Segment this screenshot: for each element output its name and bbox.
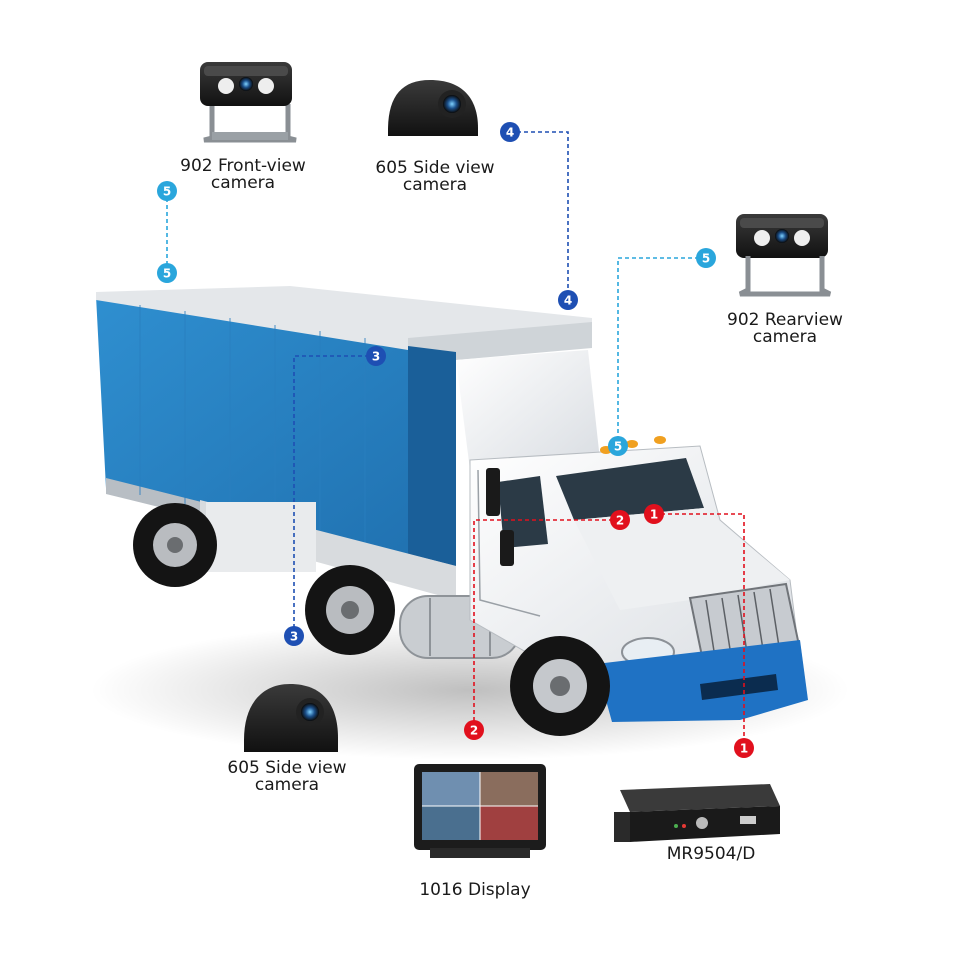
- display-monitor-image: [414, 764, 546, 858]
- badge-5-right-bottom-text: 5: [614, 440, 622, 454]
- badge-5-right-bottom: 5: [608, 436, 628, 456]
- badge-1-bottom-text: 1: [740, 742, 748, 756]
- display-label: 1016 Display: [400, 882, 550, 899]
- rearview-camera-image: [736, 214, 830, 294]
- cab-sleeper: [456, 350, 600, 470]
- badge-4-top: 4: [500, 122, 520, 142]
- badge-2-bottom-text: 2: [470, 724, 478, 738]
- badge-4-bottom-text: 4: [564, 294, 572, 308]
- badge-2-top: 2: [610, 510, 630, 530]
- dvr-unit-image: [614, 784, 780, 842]
- badge-5-right-top: 5: [696, 248, 716, 268]
- badge-3-bottom: 3: [284, 626, 304, 646]
- badge-1-bottom: 1: [734, 738, 754, 758]
- front-wheel: [510, 636, 610, 736]
- badge-5-left-bottom: 5: [157, 263, 177, 283]
- side-view-camera-bottom-label-line2: camera: [212, 777, 362, 794]
- dvr-label: MR9504/D: [636, 846, 786, 863]
- connector-line-5-right: [618, 258, 706, 446]
- rearview-camera-label-line2: camera: [710, 329, 860, 346]
- side-view-camera-top-label-line2: camera: [360, 177, 510, 194]
- badge-2-top-text: 2: [616, 514, 624, 528]
- rear-wheel-1: [133, 503, 217, 587]
- rear-wheel-2: [305, 565, 395, 655]
- badge-5-right-top-text: 5: [702, 252, 710, 266]
- badge-3-top: 3: [366, 346, 386, 366]
- front-view-camera-image: [200, 62, 296, 140]
- side-view-camera-top-image: [388, 80, 478, 136]
- front-view-camera-label: 902 Front-view camera: [168, 158, 318, 192]
- front-view-camera-label-line2: camera: [168, 175, 318, 192]
- cargo-box-front: [408, 346, 456, 576]
- badge-2-bottom: 2: [464, 720, 484, 740]
- rearview-camera-label: 902 Rearview camera: [710, 312, 860, 346]
- side-view-camera-top-label: 605 Side view camera: [360, 160, 510, 194]
- badge-5-left-bottom-text: 5: [163, 267, 171, 281]
- side-view-camera-bottom-label: 605 Side view camera: [212, 760, 362, 794]
- connector-line-4: [510, 132, 568, 300]
- badge-4-top-text: 4: [506, 126, 514, 140]
- badge-1-top-text: 1: [650, 508, 658, 522]
- badge-1-top: 1: [644, 504, 664, 524]
- badge-3-top-text: 3: [372, 350, 380, 364]
- badge-3-bottom-text: 3: [290, 630, 298, 644]
- badge-4-bottom: 4: [558, 290, 578, 310]
